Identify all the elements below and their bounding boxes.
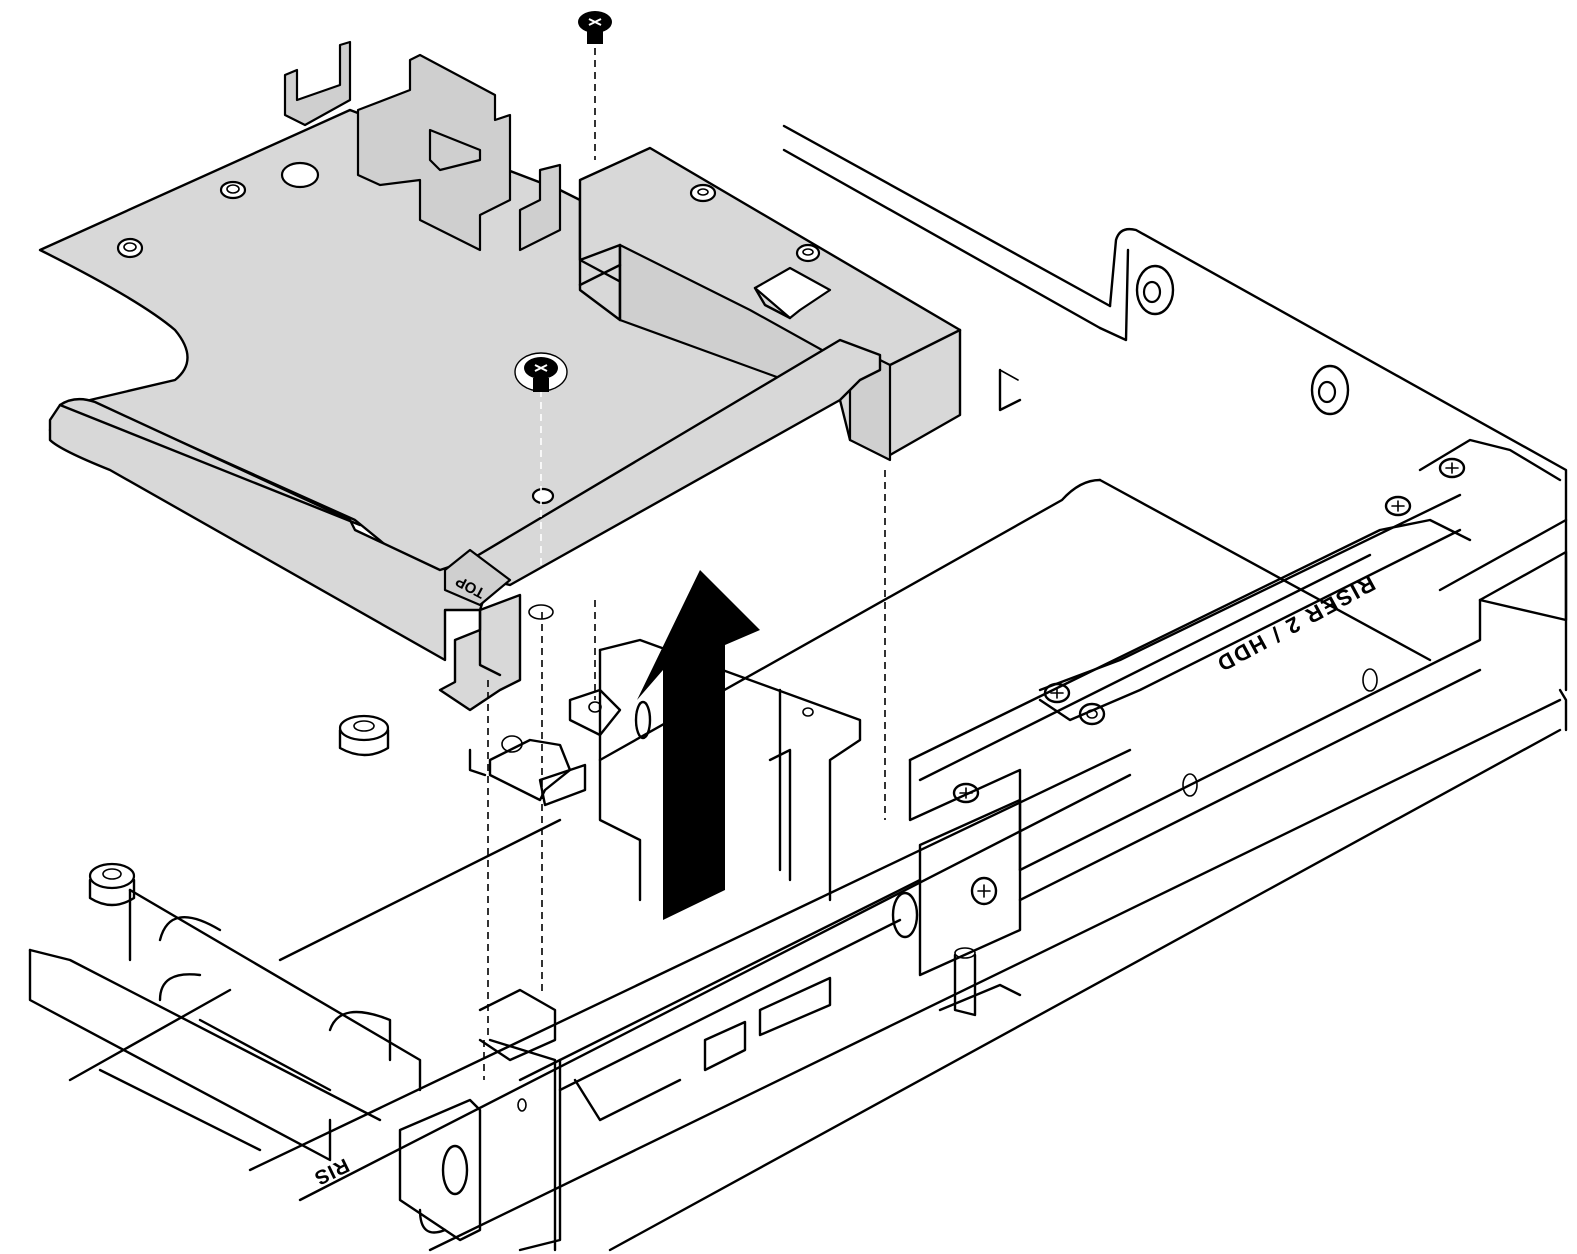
standoff	[88, 862, 136, 907]
screw-icon	[1384, 495, 1412, 517]
alignment-lines	[483, 48, 886, 1080]
standoff	[338, 714, 390, 757]
screw-icon	[578, 11, 612, 44]
screw-icon	[514, 352, 568, 392]
screw-icon	[970, 876, 998, 906]
screw-icon	[1438, 457, 1466, 479]
riser-partial-label: RIS	[310, 1154, 352, 1190]
screw-icon	[1078, 702, 1106, 726]
screw-icon	[952, 782, 980, 804]
standoff-pin	[1310, 364, 1350, 416]
screw-icon	[1043, 682, 1071, 704]
standoff-pin	[1135, 264, 1175, 316]
riser-bracket: TOP	[38, 40, 962, 712]
arrow-up-icon	[637, 570, 760, 920]
